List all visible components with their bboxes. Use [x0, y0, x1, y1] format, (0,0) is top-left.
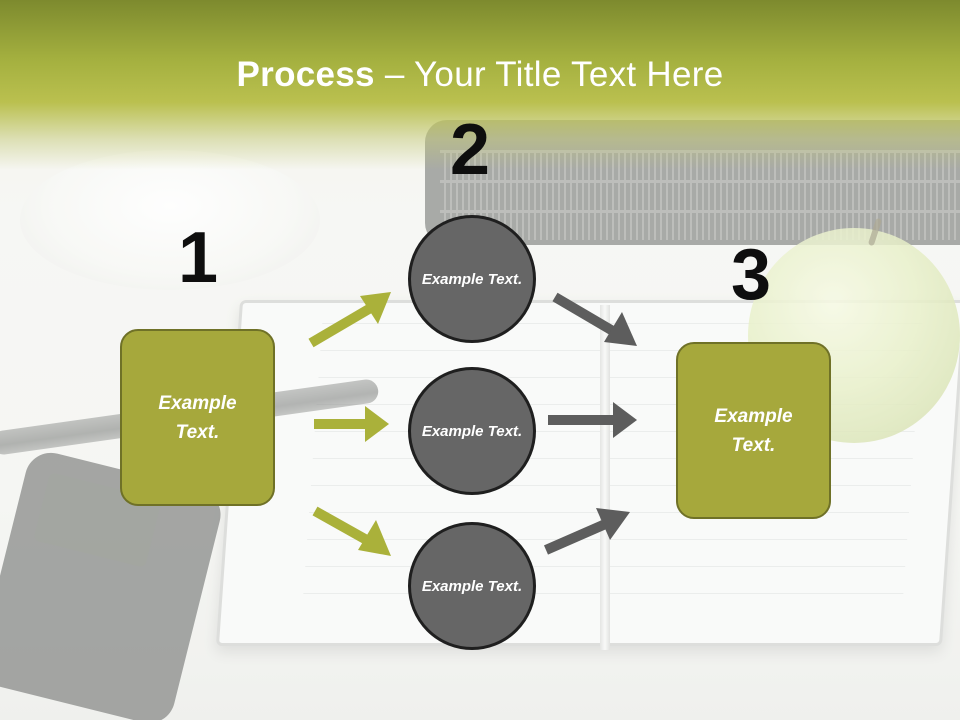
process-circle-bottom[interactable]: Example Text.	[408, 522, 536, 650]
notebook-spine	[600, 305, 610, 650]
process-box-right[interactable]: Example Text.	[676, 342, 831, 519]
step-number-1: 1	[178, 218, 219, 298]
circle-middle-text: Example Text.	[421, 422, 523, 440]
arrow-left-to-bottom	[312, 506, 391, 556]
process-circle-top[interactable]: Example Text.	[408, 215, 536, 343]
title-bold: Process	[236, 55, 375, 94]
coffee-cup-shape	[20, 150, 320, 290]
process-circle-middle[interactable]: Example Text.	[408, 367, 536, 495]
header-band	[0, 0, 960, 170]
arrow-middle-to-right	[548, 402, 637, 438]
arrow-left-to-top	[308, 292, 391, 348]
step-number-3: 3	[731, 235, 772, 315]
circle-top-text: Example Text.	[421, 270, 523, 288]
box-left-text: Example Text.	[158, 392, 237, 443]
slide-title[interactable]: Process – Your Title Text Here	[0, 55, 960, 95]
circle-bottom-text: Example Text.	[421, 577, 523, 595]
arrow-bottom-to-right	[543, 508, 630, 555]
arrow-top-to-right	[552, 292, 637, 346]
box-right-text: Example Text.	[714, 405, 793, 456]
step-number-2: 2	[450, 110, 491, 190]
process-box-left[interactable]: Example Text.	[120, 329, 275, 506]
arrow-left-to-middle	[314, 406, 389, 442]
title-rest: – Your Title Text Here	[374, 55, 724, 94]
